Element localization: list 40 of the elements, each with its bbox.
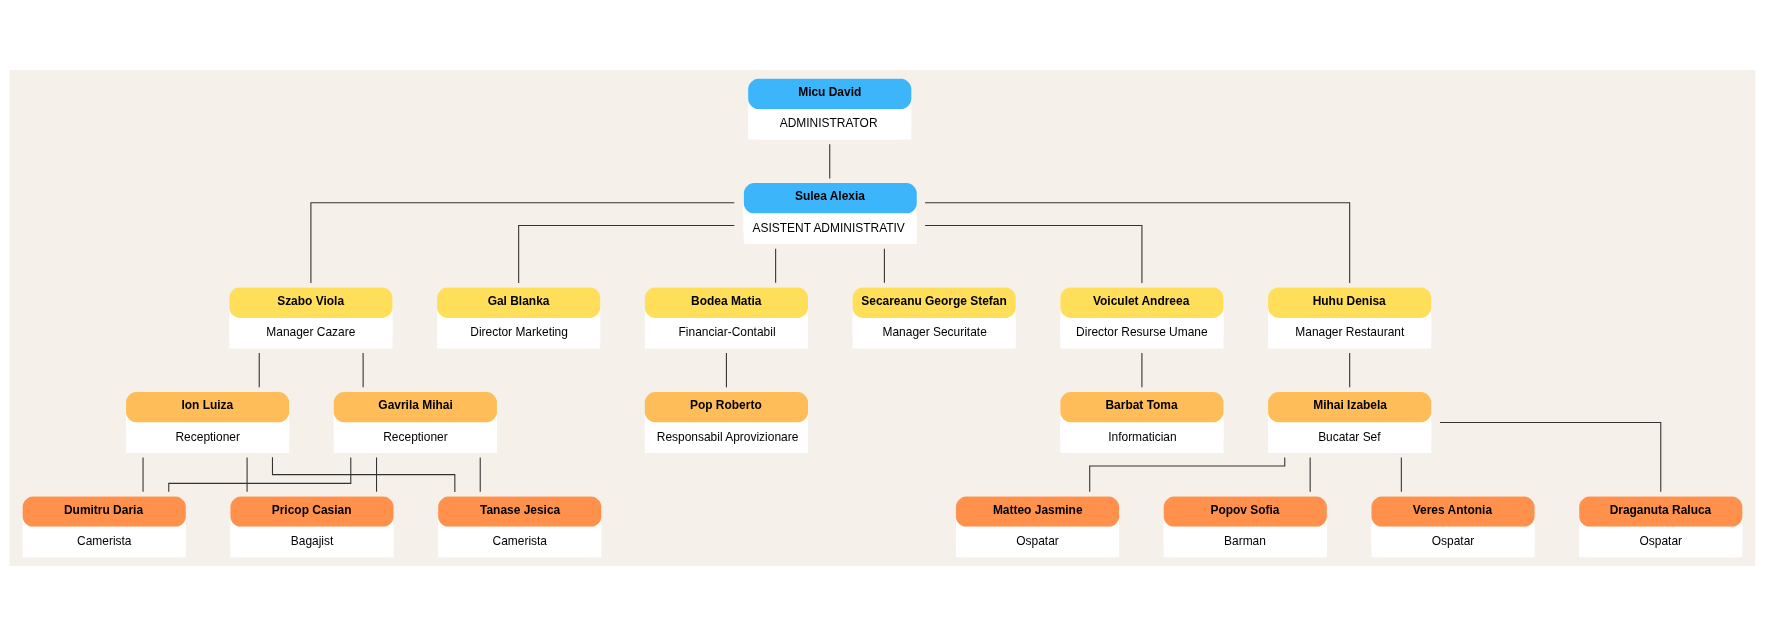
node-text: Draganuta Raluca Ospatar [1609,502,1712,549]
connector [376,456,378,493]
node-text: Gal Blanka Director Marketing [470,293,568,340]
connector [924,202,1351,284]
connector [1141,352,1143,388]
node-text: Secareanu George Stefan Manager Securitate [861,293,1007,340]
connector [310,202,735,284]
node-text: Huhu Denisa Manager Restaurant [1295,293,1405,340]
connector [246,456,248,493]
connector [479,456,481,493]
node-text: Szabo Viola Manager Cazare [266,293,356,340]
connector [1400,456,1402,493]
connector [1309,456,1311,493]
node-text: Pop Roberto Responsabil Aprovizionare [656,398,799,444]
node-text: Pricop Casian Bagajist [271,502,352,549]
node-text: Gavrila Mihai Receptioner [378,398,453,444]
node-text: Popov Sofia Barman [1210,502,1280,549]
connector [142,456,144,493]
connector [1089,457,1286,493]
node-text: Mihai Izabela Bucatar Sef [1313,398,1387,444]
connector [1349,352,1351,388]
connector [271,456,456,493]
node-text: Veres Antonia Ospatar [1412,502,1493,549]
connector [829,143,831,179]
connector [883,248,885,284]
node-text: Tanase Jesica Camerista [480,502,561,549]
connector [775,248,777,284]
connector [924,225,1143,284]
connector [362,352,364,388]
node-text: Micu David ADMINISTRATOR [779,84,878,131]
node-text: Dumitru Daria Camerista [63,502,144,549]
node-text: Voiculet Andreea Director Resurse Umane [1076,293,1208,340]
connector [258,352,260,388]
connector [1439,421,1662,493]
connector [725,352,727,388]
node-text: Ion Luiza Receptioner [175,398,240,444]
node-text: Matteo Jasmine Ospatar [992,502,1083,549]
connector [168,456,352,493]
connector [518,225,735,284]
node-text: Bodea Matia Financiar-Contabil [678,293,776,340]
